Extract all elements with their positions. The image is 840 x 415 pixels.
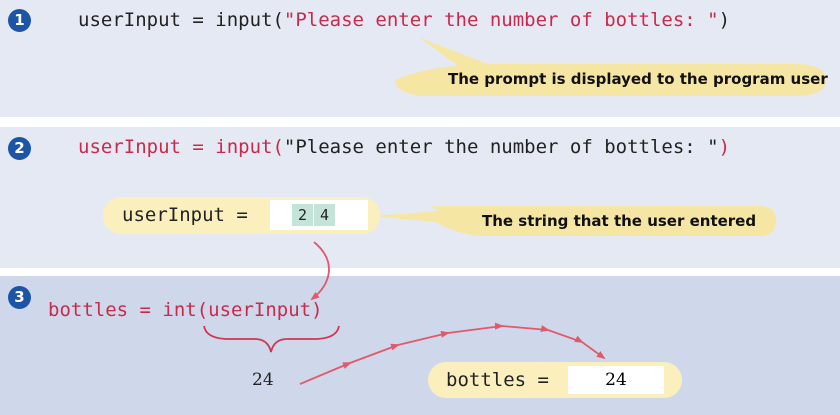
code-close-paren: ) xyxy=(718,9,731,31)
char-cell-1: 2 xyxy=(292,204,313,226)
code-variable: userInput xyxy=(78,9,181,31)
code-close-paren: ) xyxy=(311,299,323,321)
entered-string-callout-shape xyxy=(372,206,776,236)
code-close-paren: ) xyxy=(718,136,731,158)
step-1-badge: 1 xyxy=(8,9,31,32)
userinput-label: userInput = xyxy=(122,204,248,226)
step-2-badge: 2 xyxy=(8,137,31,160)
char-cell-2: 4 xyxy=(314,204,335,226)
bottles-label: bottles = xyxy=(446,369,549,391)
prompt-callout-text: The prompt is displayed to the program u… xyxy=(448,70,828,88)
code-string: "Please enter the number of bottles: " xyxy=(283,136,719,158)
code-assign: = xyxy=(180,136,216,158)
brace-under-userinput xyxy=(203,325,340,353)
code-variable: userInput xyxy=(78,136,181,158)
code-assign: = xyxy=(180,9,216,31)
int-result-value: 24 xyxy=(252,370,274,390)
entered-string-callout-text: The string that the user entered xyxy=(482,212,757,230)
step-2-code-line: userInput = input("Please enter the numb… xyxy=(78,135,730,159)
code-string-highlight: "Please enter the number of bottles: " xyxy=(283,9,719,31)
code-argument: userInput xyxy=(208,299,312,321)
code-function: input( xyxy=(215,136,284,158)
step-3-code-line: bottles = int(userInput) xyxy=(48,298,323,322)
arrow-to-bottles xyxy=(299,322,606,385)
code-function: int( xyxy=(162,299,209,321)
step-3-badge: 3 xyxy=(8,286,31,309)
step-1-panel xyxy=(0,0,840,117)
code-function: input( xyxy=(215,9,284,31)
code-assign: = xyxy=(128,299,163,321)
step-1-code-line: userInput = input("Please enter the numb… xyxy=(78,8,730,32)
arrow-to-userinput xyxy=(310,241,330,301)
code-variable: bottles xyxy=(48,299,129,321)
prompt-callout-shape xyxy=(395,38,826,96)
bottles-value-box: 24 xyxy=(568,366,664,394)
